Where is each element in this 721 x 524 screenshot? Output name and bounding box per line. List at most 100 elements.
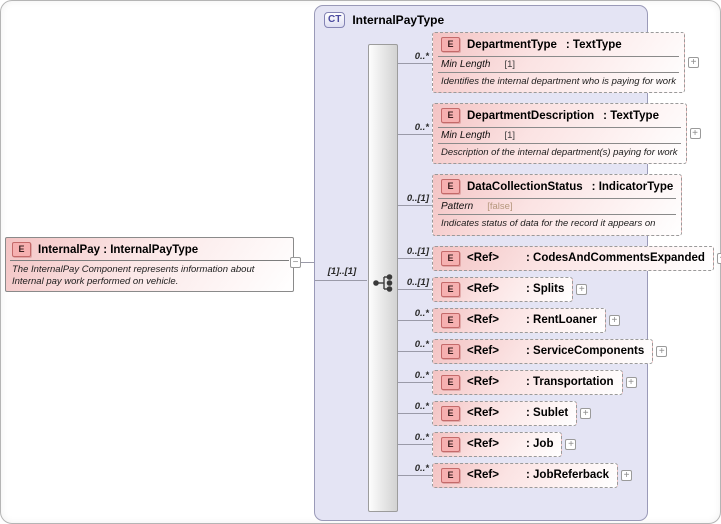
cardinality-label: 0..* [414, 401, 429, 413]
element-description: Description of the internal department(s… [441, 147, 678, 159]
element-box[interactable]: E <Ref> : JobReferback [432, 462, 619, 488]
element-icon: E [441, 343, 460, 359]
element-header: E <Ref> : Transportation [433, 371, 622, 394]
element-box[interactable]: E <Ref> : Transportation [432, 369, 623, 395]
complex-type-container: CT InternalPayType 0..* [314, 5, 721, 521]
connector-line: 0..* [398, 103, 432, 164]
expand-button[interactable]: + [565, 438, 577, 450]
element-header: E <Ref> : Sublet [433, 402, 576, 425]
facet-row: Min Length [1] [438, 127, 681, 145]
root-element-description: The InternalPay Component represents inf… [12, 264, 255, 287]
element-row: 0..[1] E <Ref> : CodesAndCommentsExpande… [398, 245, 721, 271]
collapse-button[interactable]: − [290, 257, 301, 268]
cardinality-label: 0..* [414, 308, 429, 320]
element-header: E <Ref> : ServiceComponents [433, 340, 652, 363]
element-icon: E [441, 179, 460, 195]
connector-line: 0..* [398, 308, 432, 333]
element-type: : TextType [603, 109, 659, 122]
facet-value: [1] [504, 130, 516, 142]
divider [10, 260, 289, 261]
children-column: 0..* E DepartmentType : TextType Min Len… [398, 32, 721, 494]
complex-type-icon: CT [324, 12, 346, 28]
element-type: : CodesAndCommentsExpanded [526, 252, 705, 265]
connector-line: 0..* [398, 401, 432, 426]
element-box[interactable]: E DepartmentDescription : TextType Min L… [432, 103, 687, 165]
root-element-box[interactable]: E InternalPay : InternalPayType The Inte… [5, 237, 294, 293]
element-icon: E [441, 281, 460, 297]
element-box[interactable]: E <Ref> : RentLoaner [432, 307, 606, 333]
element-row: 0..* E <Ref> : Job + [398, 431, 577, 457]
element-type: : ServiceComponents [526, 345, 645, 358]
expand-button[interactable]: + [621, 469, 633, 481]
facet-label: Min Length [441, 59, 491, 70]
element-box[interactable]: E DepartmentType : TextType Min Length [… [432, 32, 685, 94]
element-type: : JobReferback [526, 469, 610, 482]
element-row: 0..[1] E DataCollectionStatus : Indicato… [398, 174, 683, 236]
cardinality-label: 0..* [414, 339, 429, 351]
element-icon: E [12, 242, 31, 257]
element-header: E DataCollectionStatus : IndicatorType [433, 175, 681, 198]
element-name: <Ref> [467, 314, 499, 327]
element-box[interactable]: E <Ref> : Splits [432, 276, 574, 302]
complex-type-header: CT InternalPayType [315, 6, 647, 32]
element-name: <Ref> [467, 438, 499, 451]
element-icon: E [441, 436, 460, 452]
element-box[interactable]: E <Ref> : Job [432, 431, 563, 457]
connector-line: 0..* [398, 463, 432, 488]
expand-button[interactable]: + [688, 57, 699, 69]
expand-button[interactable]: + [608, 314, 620, 326]
element-name: <Ref> [467, 376, 499, 389]
element-header: E <Ref> : Splits [433, 278, 572, 301]
facet-label: Pattern [441, 201, 474, 213]
element-icon: E [441, 405, 460, 421]
facet-label: Min Length [441, 130, 491, 142]
expand-button[interactable]: + [716, 252, 721, 264]
element-type: : Job [526, 438, 554, 451]
root-element-header: E InternalPay : InternalPayType [6, 238, 293, 260]
element-type: : Splits [526, 283, 565, 296]
element-header: E <Ref> : JobReferback [433, 464, 617, 487]
complex-type-title: InternalPayType [352, 13, 445, 27]
element-row: 0..* E <Ref> : Transportation + [398, 369, 637, 395]
connector-line: 0..* [398, 432, 432, 457]
element-name: <Ref> [467, 252, 499, 265]
element-type: : Transportation [526, 376, 614, 389]
expand-button[interactable]: + [656, 345, 668, 357]
element-row: 0..* E DepartmentDescription : TextType … [398, 103, 701, 165]
connector-line: 0..[1] [398, 277, 432, 302]
element-description: Indicates status of data for the record … [441, 218, 656, 230]
element-row: 0..* E <Ref> : ServiceComponents + [398, 338, 668, 364]
element-row: 0..* E <Ref> : RentLoaner + [398, 307, 620, 333]
element-box[interactable]: E <Ref> : CodesAndCommentsExpanded [432, 245, 714, 271]
element-box[interactable]: E <Ref> : Sublet [432, 400, 578, 426]
connector-line: 0..* [398, 339, 432, 364]
cardinality-label: 0..* [414, 370, 429, 382]
element-name: DepartmentDescription [467, 109, 595, 122]
element-row: 0..* E <Ref> : Sublet + [398, 400, 592, 426]
expand-button[interactable]: + [625, 376, 637, 388]
element-name: DepartmentType [467, 38, 557, 51]
connector-line [301, 262, 315, 263]
cardinality-label: 0..* [414, 432, 429, 444]
expand-button[interactable]: + [580, 407, 592, 419]
connector-line [315, 280, 367, 281]
element-header: E <Ref> : CodesAndCommentsExpanded [433, 247, 713, 270]
element-type: : RentLoaner [526, 314, 597, 327]
sequence-bar [368, 44, 398, 512]
element-box[interactable]: E DataCollectionStatus : IndicatorType P… [432, 174, 683, 236]
facet-value: [false] [487, 201, 513, 213]
connector-line: 0..[1] [398, 246, 432, 271]
expand-button[interactable]: + [689, 128, 701, 140]
element-name: <Ref> [467, 283, 499, 296]
element-type: : IndicatorType [591, 180, 674, 193]
element-type: : TextType [565, 38, 622, 51]
element-header: E DepartmentType : TextType [433, 33, 684, 56]
facet-row: Min Length [1] [438, 56, 679, 73]
cardinality-label: 0..[1] [406, 193, 429, 205]
root-element-title: InternalPay : InternalPayType [38, 243, 199, 256]
element-icon: E [441, 467, 460, 483]
sequence-icon[interactable] [371, 271, 395, 295]
element-box[interactable]: E <Ref> : ServiceComponents [432, 338, 654, 364]
expand-button[interactable]: + [576, 283, 588, 295]
